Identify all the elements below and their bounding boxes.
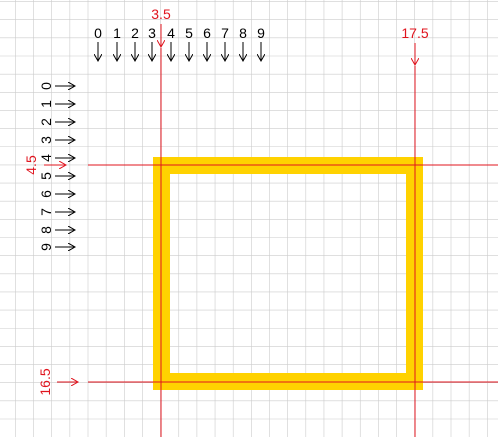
row-label: 6 [38, 190, 54, 198]
row-label: 1 [38, 100, 54, 108]
column-label: 9 [257, 25, 265, 41]
column-label: 4 [167, 25, 175, 41]
guide-right-label: 17.5 [401, 25, 428, 41]
column-label: 5 [185, 25, 193, 41]
row-label: 3 [38, 136, 54, 144]
row-label: 8 [38, 226, 54, 234]
column-label: 2 [131, 25, 139, 41]
row-label: 7 [38, 208, 54, 216]
guide-bottom-label: 16.5 [37, 368, 53, 395]
row-label: 0 [38, 82, 54, 90]
guide-left-label: 3.5 [151, 6, 171, 22]
row-index-labels: 0 1 2 3 4 5 6 7 8 9 [38, 82, 74, 251]
column-label: 1 [113, 25, 121, 41]
guide-lines [88, 48, 498, 437]
row-label: 2 [38, 118, 54, 126]
column-label: 3 [148, 25, 156, 41]
column-label: 0 [94, 25, 102, 41]
row-label: 9 [38, 243, 54, 251]
guide-top-label: 4.5 [23, 155, 39, 175]
row-label: 5 [38, 172, 54, 180]
column-label: 6 [203, 25, 211, 41]
column-label: 7 [221, 25, 229, 41]
column-label: 8 [239, 25, 247, 41]
row-label: 4 [38, 154, 54, 162]
